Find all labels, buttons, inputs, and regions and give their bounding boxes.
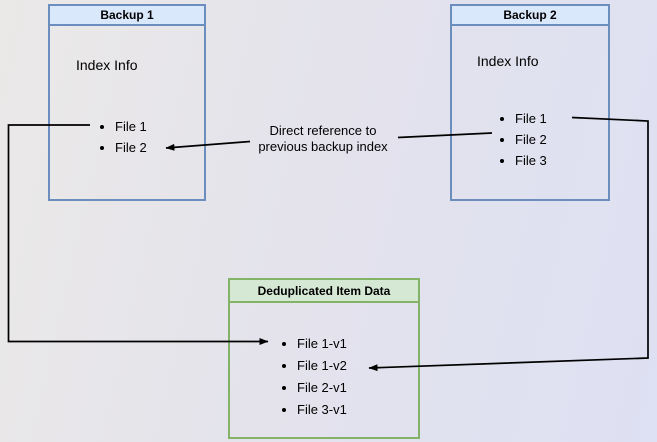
list-item: File 2-v1 [297,377,347,399]
list-item: File 3-v1 [297,399,347,421]
backup2-title: Backup 2 [452,6,608,26]
list-item: File 1 [115,116,147,137]
backup1-box: Backup 1 Index Info File 1 File 2 [48,4,206,201]
deduplicated-item-data-box: Deduplicated Item Data File 1-v1 File 1-… [228,278,420,439]
list-item: File 1-v2 [297,355,347,377]
list-item: File 2 [115,137,147,158]
list-item: File 1-v1 [297,333,347,355]
list-item: File 3 [515,150,547,171]
backup1-file-list: File 1 File 2 [101,116,147,158]
backup1-title: Backup 1 [50,6,204,26]
edge-label-line1: Direct reference to [269,123,377,138]
backup1-index-info-label: Index Info [76,57,138,73]
dedup-title: Deduplicated Item Data [230,280,418,303]
list-item: File 1 [515,108,547,129]
direct-reference-edge-label: Direct reference to previous backup inde… [238,123,408,155]
backup2-file-list: File 1 File 2 File 3 [501,108,547,171]
backup2-index-info-label: Index Info [477,53,539,69]
dedup-file-list: File 1-v1 File 1-v2 File 2-v1 File 3-v1 [283,333,347,421]
list-item: File 2 [515,129,547,150]
edge-label-line2: previous backup index [258,139,388,154]
backup2-box: Backup 2 Index Info File 1 File 2 File 3 [450,4,610,201]
